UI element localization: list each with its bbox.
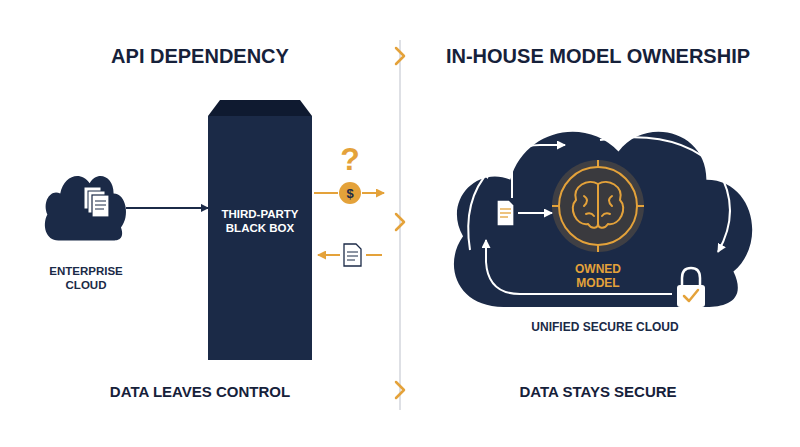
node-label: THIRD-PARTY BLACK BOX	[208, 208, 312, 236]
cloud-node-outline	[40, 165, 132, 243]
chevron	[396, 48, 404, 64]
loop-arrow	[600, 137, 730, 252]
section-heading: IN-HOUSE MODEL OWNERSHIP	[446, 45, 750, 67]
loop-arrow	[486, 240, 672, 294]
cost-arrow	[362, 192, 384, 194]
node-label: UNIFIED SECURE CLOUD	[436, 320, 774, 334]
loop-arrow	[468, 170, 490, 250]
section-heading: API DEPENDENCY	[111, 45, 289, 67]
divider-line	[399, 40, 401, 410]
cost-arrow	[314, 192, 338, 194]
black-box: THIRD-PARTY BLACK BOX	[208, 100, 312, 360]
document-icon	[344, 244, 361, 266]
coin	[339, 182, 361, 204]
return-arrow	[318, 254, 340, 256]
cloud-node: ENTERPRISE CLOUD	[40, 165, 132, 297]
chevron	[396, 214, 404, 230]
node-label: OWNED MODEL	[548, 262, 648, 291]
summary-label: DATA LEAVES CONTROL	[110, 384, 290, 401]
model-node: OWNED MODEL	[548, 158, 648, 293]
summary-label: DATA STAYS SECURE	[519, 384, 676, 401]
lock-icon	[677, 268, 705, 307]
input-arrow	[518, 212, 552, 214]
cloud-region: UNIFIED SECURE CLOUD OWNED MODEL	[436, 102, 774, 342]
dollar-sign: $	[346, 187, 353, 201]
return-arrow	[366, 254, 382, 256]
document-stack	[84, 187, 109, 217]
question-mark: ?	[340, 142, 360, 177]
chevron	[396, 382, 404, 398]
node-label: ENTERPRISE CLOUD	[40, 265, 132, 293]
loop-arrow	[512, 145, 565, 198]
document-icon	[497, 200, 514, 226]
flow-arrow	[126, 207, 208, 209]
